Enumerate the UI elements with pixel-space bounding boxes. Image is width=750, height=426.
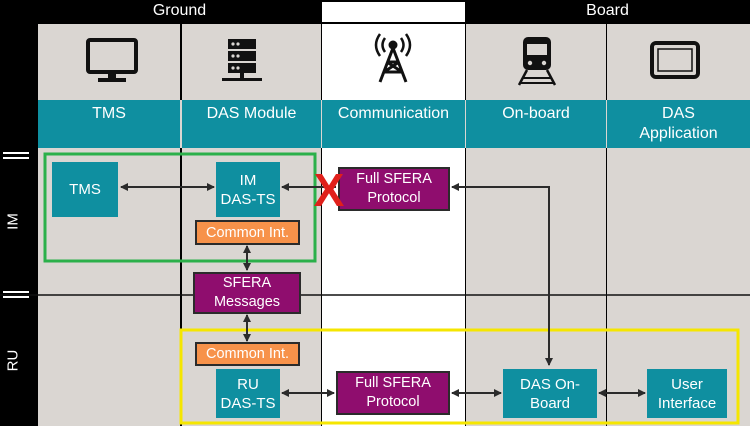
node-tms: TMS [52, 162, 118, 217]
node-im-das-ts-line2: DAS-TS [220, 190, 276, 208]
node-im-das-ts-line1: IM [239, 171, 257, 189]
column-title-bar [38, 100, 750, 148]
node-full-sfera-top-line2: Protocol [367, 190, 421, 206]
node-ru-das-ts-line1: RU [237, 375, 259, 393]
node-ru-das-ts: RU DAS-TS [216, 369, 280, 418]
node-das-onboard-line1: DAS On- [519, 375, 580, 393]
node-full-sfera-top-line1: Full SFERA [356, 171, 432, 187]
title-divider [321, 100, 322, 148]
header-ground: Ground [152, 2, 207, 19]
node-full-sfera-top: Full SFERA Protocol [338, 167, 450, 211]
header-communication-cell [322, 2, 465, 22]
monitor-icon [86, 38, 138, 82]
node-ru-das-ts-line2: DAS-TS [220, 394, 276, 412]
node-das-onboard: DAS On- Board [503, 369, 597, 418]
train-icon [517, 37, 557, 86]
node-im-das-ts: IM DAS-TS [216, 162, 280, 217]
column-bg-tms [38, 24, 180, 426]
server-icon [222, 39, 262, 81]
column-title-das-application: DAS Application [607, 104, 750, 144]
title-divider [606, 100, 607, 148]
node-full-sfera-bottom-line1: Full SFERA [355, 375, 431, 391]
node-user-interface-line1: User [671, 375, 703, 393]
node-common-int-bottom: Common Int. [195, 342, 300, 366]
column-title-das-module: DAS Module [206, 105, 297, 122]
node-das-onboard-line2: Board [529, 394, 571, 412]
blocked-x-mark: X [313, 164, 345, 216]
side-separator-mid [3, 291, 29, 298]
title-divider [465, 100, 466, 148]
title-divider [180, 100, 182, 148]
node-user-interface-line2: Interface [657, 394, 717, 412]
column-title-das-application-line2: Application [639, 125, 718, 142]
column-bg-das-application [607, 24, 750, 426]
tablet-icon [650, 41, 700, 79]
column-title-communication: Communication [337, 105, 450, 122]
column-title-das-application-line1: DAS [662, 105, 695, 122]
node-full-sfera-bottom-line2: Protocol [366, 394, 420, 410]
node-sfera-messages-line2: Messages [213, 294, 281, 310]
side-strip [0, 22, 36, 426]
node-common-int-top: Common Int. [195, 220, 300, 245]
column-bg-communication [322, 24, 465, 426]
node-sfera-messages: SFERA Messages [193, 272, 301, 314]
node-user-interface: User Interface [647, 369, 727, 418]
node-sfera-messages-line1: SFERA [222, 275, 272, 291]
node-full-sfera-bottom: Full SFERA Protocol [336, 371, 450, 415]
im-ground-outline [43, 152, 317, 263]
antenna-tower-icon [374, 33, 412, 83]
column-title-onboard: On-board [502, 105, 570, 122]
side-separator-top [3, 152, 29, 159]
column-title-tms: TMS [92, 105, 126, 122]
header-board: Board [586, 2, 629, 19]
connector-fullsfera-top-dasonboard [451, 183, 553, 366]
